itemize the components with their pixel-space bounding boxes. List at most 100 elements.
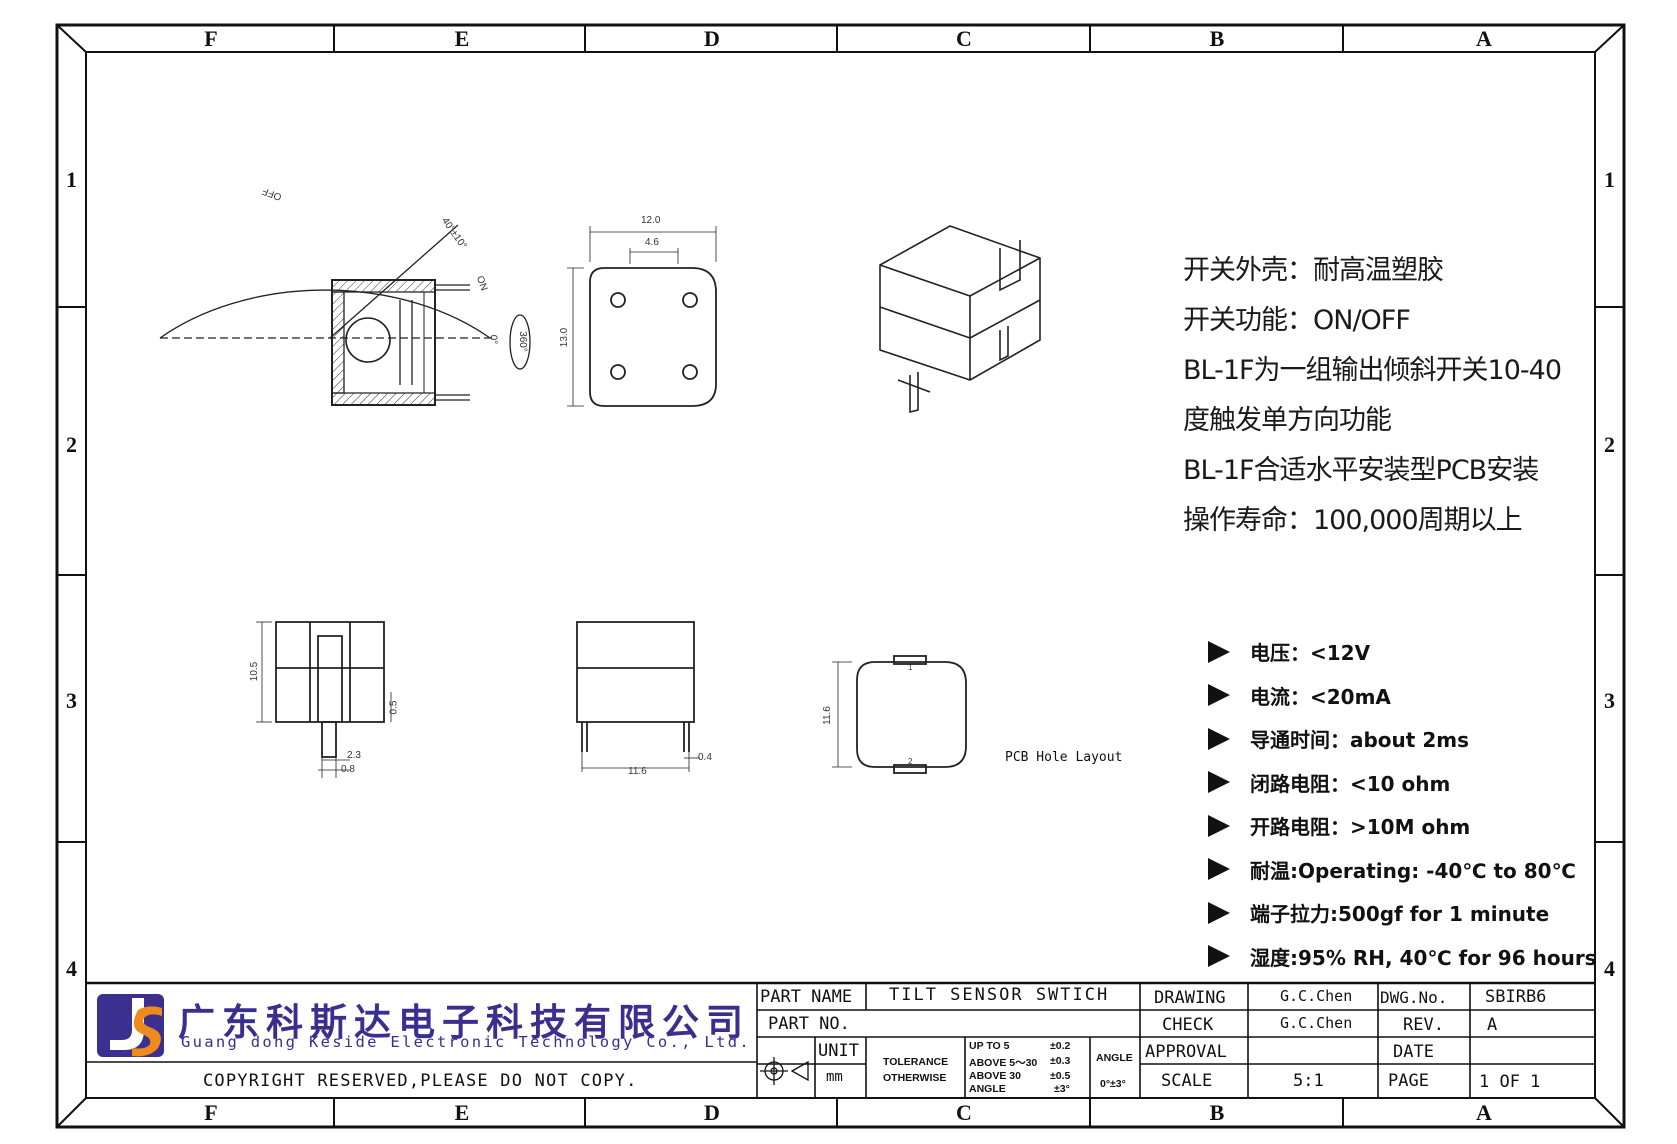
spec-line: 开关外壳：耐高温塑胶	[1183, 255, 1444, 286]
company-name-en: Guang dong Keside Electronic Technology …	[181, 1033, 751, 1051]
list-item: 电流：<20mA	[1208, 674, 1597, 718]
list-item: 开路电阻：>10M ohm	[1208, 804, 1597, 848]
tol-value: ±0.5	[1050, 1070, 1071, 1082]
bullet-text: 耐温:Operating: -40℃ to 80℃	[1250, 858, 1576, 883]
spec-line: BL-1F合适水平安装型PCB安装	[1183, 455, 1539, 486]
triangle-bullet-icon	[1208, 684, 1230, 707]
unit-value: mm	[826, 1069, 843, 1085]
side-pin-width-dim: 0.8	[341, 764, 355, 775]
zone-row-4-right: 4	[1604, 956, 1615, 981]
list-item: 端子拉力:500gf for 1 minute	[1208, 891, 1597, 935]
list-item: 湿度:95% RH, 40℃ for 96 hours	[1208, 935, 1597, 979]
triangle-bullet-icon	[1208, 858, 1230, 881]
check-value: G.C.Chen	[1280, 1014, 1353, 1032]
drawing-label: DRAWING	[1154, 988, 1226, 1008]
date-label: DATE	[1393, 1042, 1434, 1062]
top-pitch-dim: 4.6	[645, 237, 659, 248]
zone-col-c-bottom: C	[956, 1100, 972, 1125]
side-pin-pitch-dim: 2.3	[347, 750, 361, 761]
triangle-bullet-icon	[1208, 901, 1230, 924]
zone-row-1: 1	[66, 167, 77, 192]
spec-line: 开关功能：ON/OFF	[1183, 305, 1411, 336]
zone-dividers	[57, 25, 1624, 1127]
side-standoff-dim: 0.5	[388, 700, 400, 715]
zone-row-2-right: 2	[1604, 432, 1615, 457]
zone-row-2: 2	[66, 432, 77, 457]
tol-value: ±3°	[1054, 1083, 1070, 1095]
isometric-view	[879, 225, 1041, 414]
top-view	[567, 226, 717, 407]
top-height-dim: 13.0	[559, 327, 571, 348]
zone-row-3: 3	[66, 688, 77, 713]
zone-col-d: D	[704, 26, 720, 51]
zone-col-a-bottom: A	[1476, 1100, 1492, 1125]
copyright-text: COPYRIGHT RESERVED,PLEASE DO NOT COPY.	[203, 1071, 638, 1091]
zero-label: 0°	[487, 334, 499, 345]
rotation-label: 360°	[516, 331, 528, 352]
bullet-text: 湿度:95% RH, 40℃ for 96 hours	[1250, 945, 1597, 970]
page-value: 1 OF 1	[1479, 1072, 1541, 1092]
zone-col-a: A	[1476, 26, 1492, 51]
zone-col-d-bottom: D	[704, 1100, 720, 1125]
triangle-bullet-icon	[1208, 945, 1230, 968]
list-item: 电压：<12V	[1208, 630, 1597, 674]
tol-range: ABOVE 30	[969, 1070, 1021, 1082]
scale-value: 5:1	[1293, 1071, 1324, 1091]
bullet-text: 电压：<12V	[1250, 641, 1371, 666]
zone-col-b: B	[1209, 26, 1225, 51]
side-height-dim: 10.5	[249, 661, 261, 682]
dwg-no-value: SBIRB6	[1485, 987, 1547, 1007]
triangle-bullet-icon	[1208, 814, 1230, 837]
page-label: PAGE	[1388, 1071, 1429, 1091]
front-width-dim: 11.6	[628, 766, 647, 777]
pcb-pin1-label: 1	[908, 663, 913, 672]
spec-line: BL-1F为一组输出倾斜开关10-40	[1183, 355, 1562, 386]
zone-row-4: 4	[66, 956, 77, 981]
check-label: CHECK	[1162, 1015, 1214, 1035]
bullet-text: 电流：<20mA	[1250, 684, 1391, 709]
tol-range: ABOVE 5～30	[969, 1057, 1038, 1069]
spec-line: 操作寿命：100,000周期以上	[1183, 505, 1523, 536]
scale-label: SCALE	[1161, 1071, 1213, 1091]
zone-col-c: C	[956, 26, 972, 51]
rev-value: A	[1487, 1015, 1498, 1035]
tol-range: ANGLE	[969, 1083, 1006, 1095]
projection-symbol	[760, 1057, 809, 1085]
zone-col-b-bottom: B	[1209, 1100, 1225, 1125]
list-item: 耐温:Operating: -40℃ to 80℃	[1208, 848, 1597, 892]
zone-col-e: E	[454, 26, 470, 51]
bullet-text: 开路电阻：>10M ohm	[1250, 815, 1471, 840]
company-logo	[97, 994, 164, 1057]
angle-value: 0°±3°	[1100, 1078, 1126, 1090]
angle-diagram	[159, 224, 531, 406]
part-no-label: PART NO.	[768, 1014, 850, 1034]
tol-range: UP TO 5	[969, 1040, 1010, 1052]
pcb-caption: PCB Hole Layout	[1005, 750, 1123, 765]
triangle-bullet-icon	[1208, 640, 1230, 663]
zone-row-1-right: 1	[1604, 167, 1615, 192]
bullet-text: 闭路电阻：<10 ohm	[1250, 771, 1451, 796]
list-item: 闭路电阻：<10 ohm	[1208, 761, 1597, 805]
zone-row-3-right: 3	[1604, 688, 1615, 713]
spec-list: 开关外壳：耐高温塑胶 开关功能：ON/OFF BL-1F为一组输出倾斜开关10-…	[1183, 246, 1562, 546]
tol-value: ±0.2	[1050, 1040, 1071, 1052]
bullet-text: 导通时间：about 2ms	[1250, 728, 1469, 753]
zone-col-f: F	[204, 26, 218, 51]
part-name-value: TILT SENSOR SWTICH	[889, 985, 1110, 1005]
top-width-dim: 12.0	[641, 215, 661, 226]
spec-line: 度触发单方向功能	[1183, 405, 1392, 436]
pcb-height-dim: 11.6	[821, 706, 833, 725]
zone-col-e-bottom: E	[454, 1100, 470, 1125]
title-block-grid	[86, 981, 1595, 1098]
bullet-text: 端子拉力:500gf for 1 minute	[1250, 902, 1550, 927]
otherwise-label: OTHERWISE	[883, 1072, 947, 1084]
approval-label: APPROVAL	[1145, 1042, 1227, 1062]
front-view	[576, 621, 700, 772]
drawing-value: G.C.Chen	[1280, 987, 1353, 1005]
unit-label: UNIT	[818, 1041, 859, 1061]
angle-label: ANGLE	[1096, 1052, 1133, 1064]
rev-label: REV.	[1403, 1015, 1444, 1035]
electrical-spec-list: 电压：<12V 电流：<20mA 导通时间：about 2ms 闭路电阻：<10…	[1208, 630, 1597, 978]
part-name-label: PART NAME	[760, 987, 853, 1007]
